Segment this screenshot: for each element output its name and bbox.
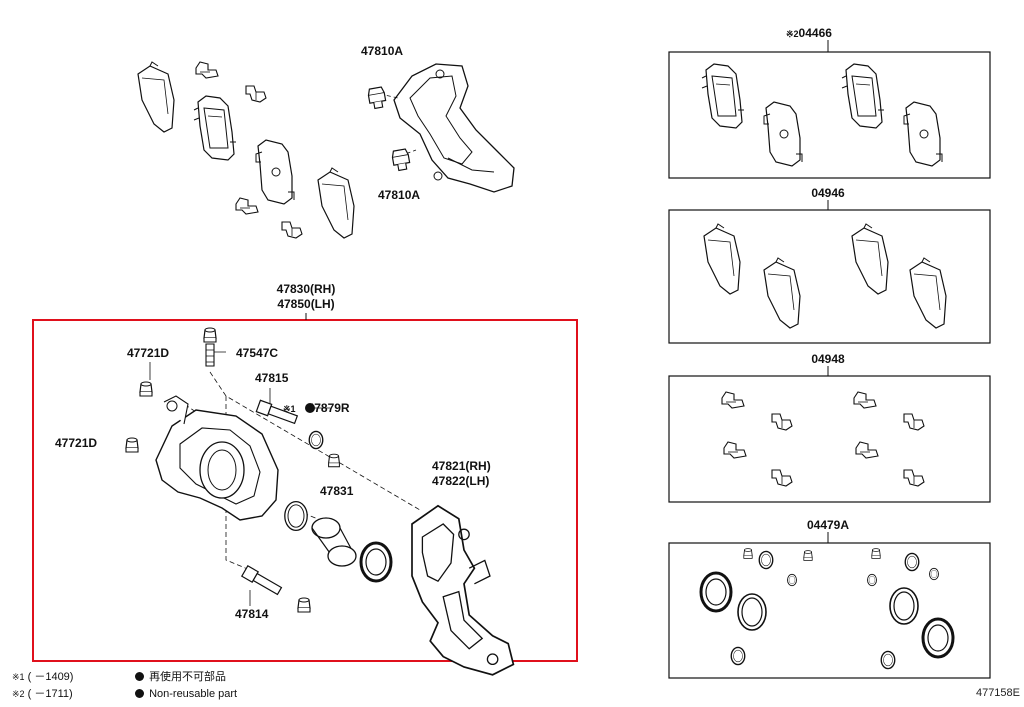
footnote-1-text: 再使用不可部品 — [149, 671, 227, 683]
label-47879r[interactable]: ※1 47879R — [283, 402, 350, 416]
label-47814[interactable]: 47814 — [235, 607, 269, 621]
non-reusable-symbol: ※1 — [283, 404, 296, 414]
bullet-icon — [135, 689, 144, 698]
footnote-2-text: Non-reusable part — [149, 688, 238, 700]
label-kit-04479a[interactable]: 04479A — [806, 518, 850, 532]
label-47721d-upper[interactable]: 47721D — [127, 346, 170, 360]
caliper-assembly — [125, 327, 515, 676]
label-47815[interactable]: 47815 — [255, 371, 289, 385]
footnote-2-range: ( －1711) — [27, 688, 73, 700]
label-47830-rh[interactable]: 47830(RH) — [276, 282, 336, 296]
footnote-1-legend: 再使用不可部品 — [134, 671, 226, 684]
label-47822-lh[interactable]: 47822(LH) — [432, 474, 490, 488]
footnote-1: ※1 ( －1409) — [12, 671, 73, 684]
kit-04466-prefix: ※2 — [786, 29, 799, 39]
non-reusable-mark — [305, 403, 315, 413]
diagram-code: 477158E — [975, 687, 1020, 699]
footnote-2: ※2 ( －1711) — [12, 688, 73, 701]
label-47547c[interactable]: 47547C — [236, 346, 279, 360]
kit-box-shims — [668, 200, 991, 344]
footnote-1-mark: ※1 — [12, 672, 25, 682]
label-47721d-lower[interactable]: 47721D — [55, 436, 98, 450]
label-kit-04948[interactable]: 04948 — [811, 352, 845, 366]
label-47821-rh[interactable]: 47821(RH) — [432, 459, 491, 473]
label-47810a-top[interactable]: 47810A — [361, 44, 404, 58]
label-kit-04946[interactable]: 04946 — [811, 186, 845, 200]
caliper-bracket-top — [366, 63, 515, 193]
footnote-2-mark: ※2 — [12, 689, 25, 699]
kit-04466-code: 04466 — [798, 26, 832, 40]
kit-box-fittings — [668, 366, 991, 503]
footnote-1-range: ( －1409) — [27, 671, 74, 683]
bullet-icon — [135, 672, 144, 681]
caliper-assembly-highlight — [32, 319, 578, 662]
kit-box-pads — [668, 40, 991, 179]
kit-box-seals — [668, 532, 991, 679]
label-47879r-code: 47879R — [307, 401, 350, 415]
footnote-2-legend: Non-reusable part — [134, 688, 237, 701]
label-47850-lh[interactable]: 47850(LH) — [277, 297, 335, 311]
label-kit-04466[interactable]: ※204466 — [786, 27, 832, 41]
label-47831[interactable]: 47831 — [320, 484, 354, 498]
label-47810a-bottom[interactable]: 47810A — [378, 188, 421, 202]
